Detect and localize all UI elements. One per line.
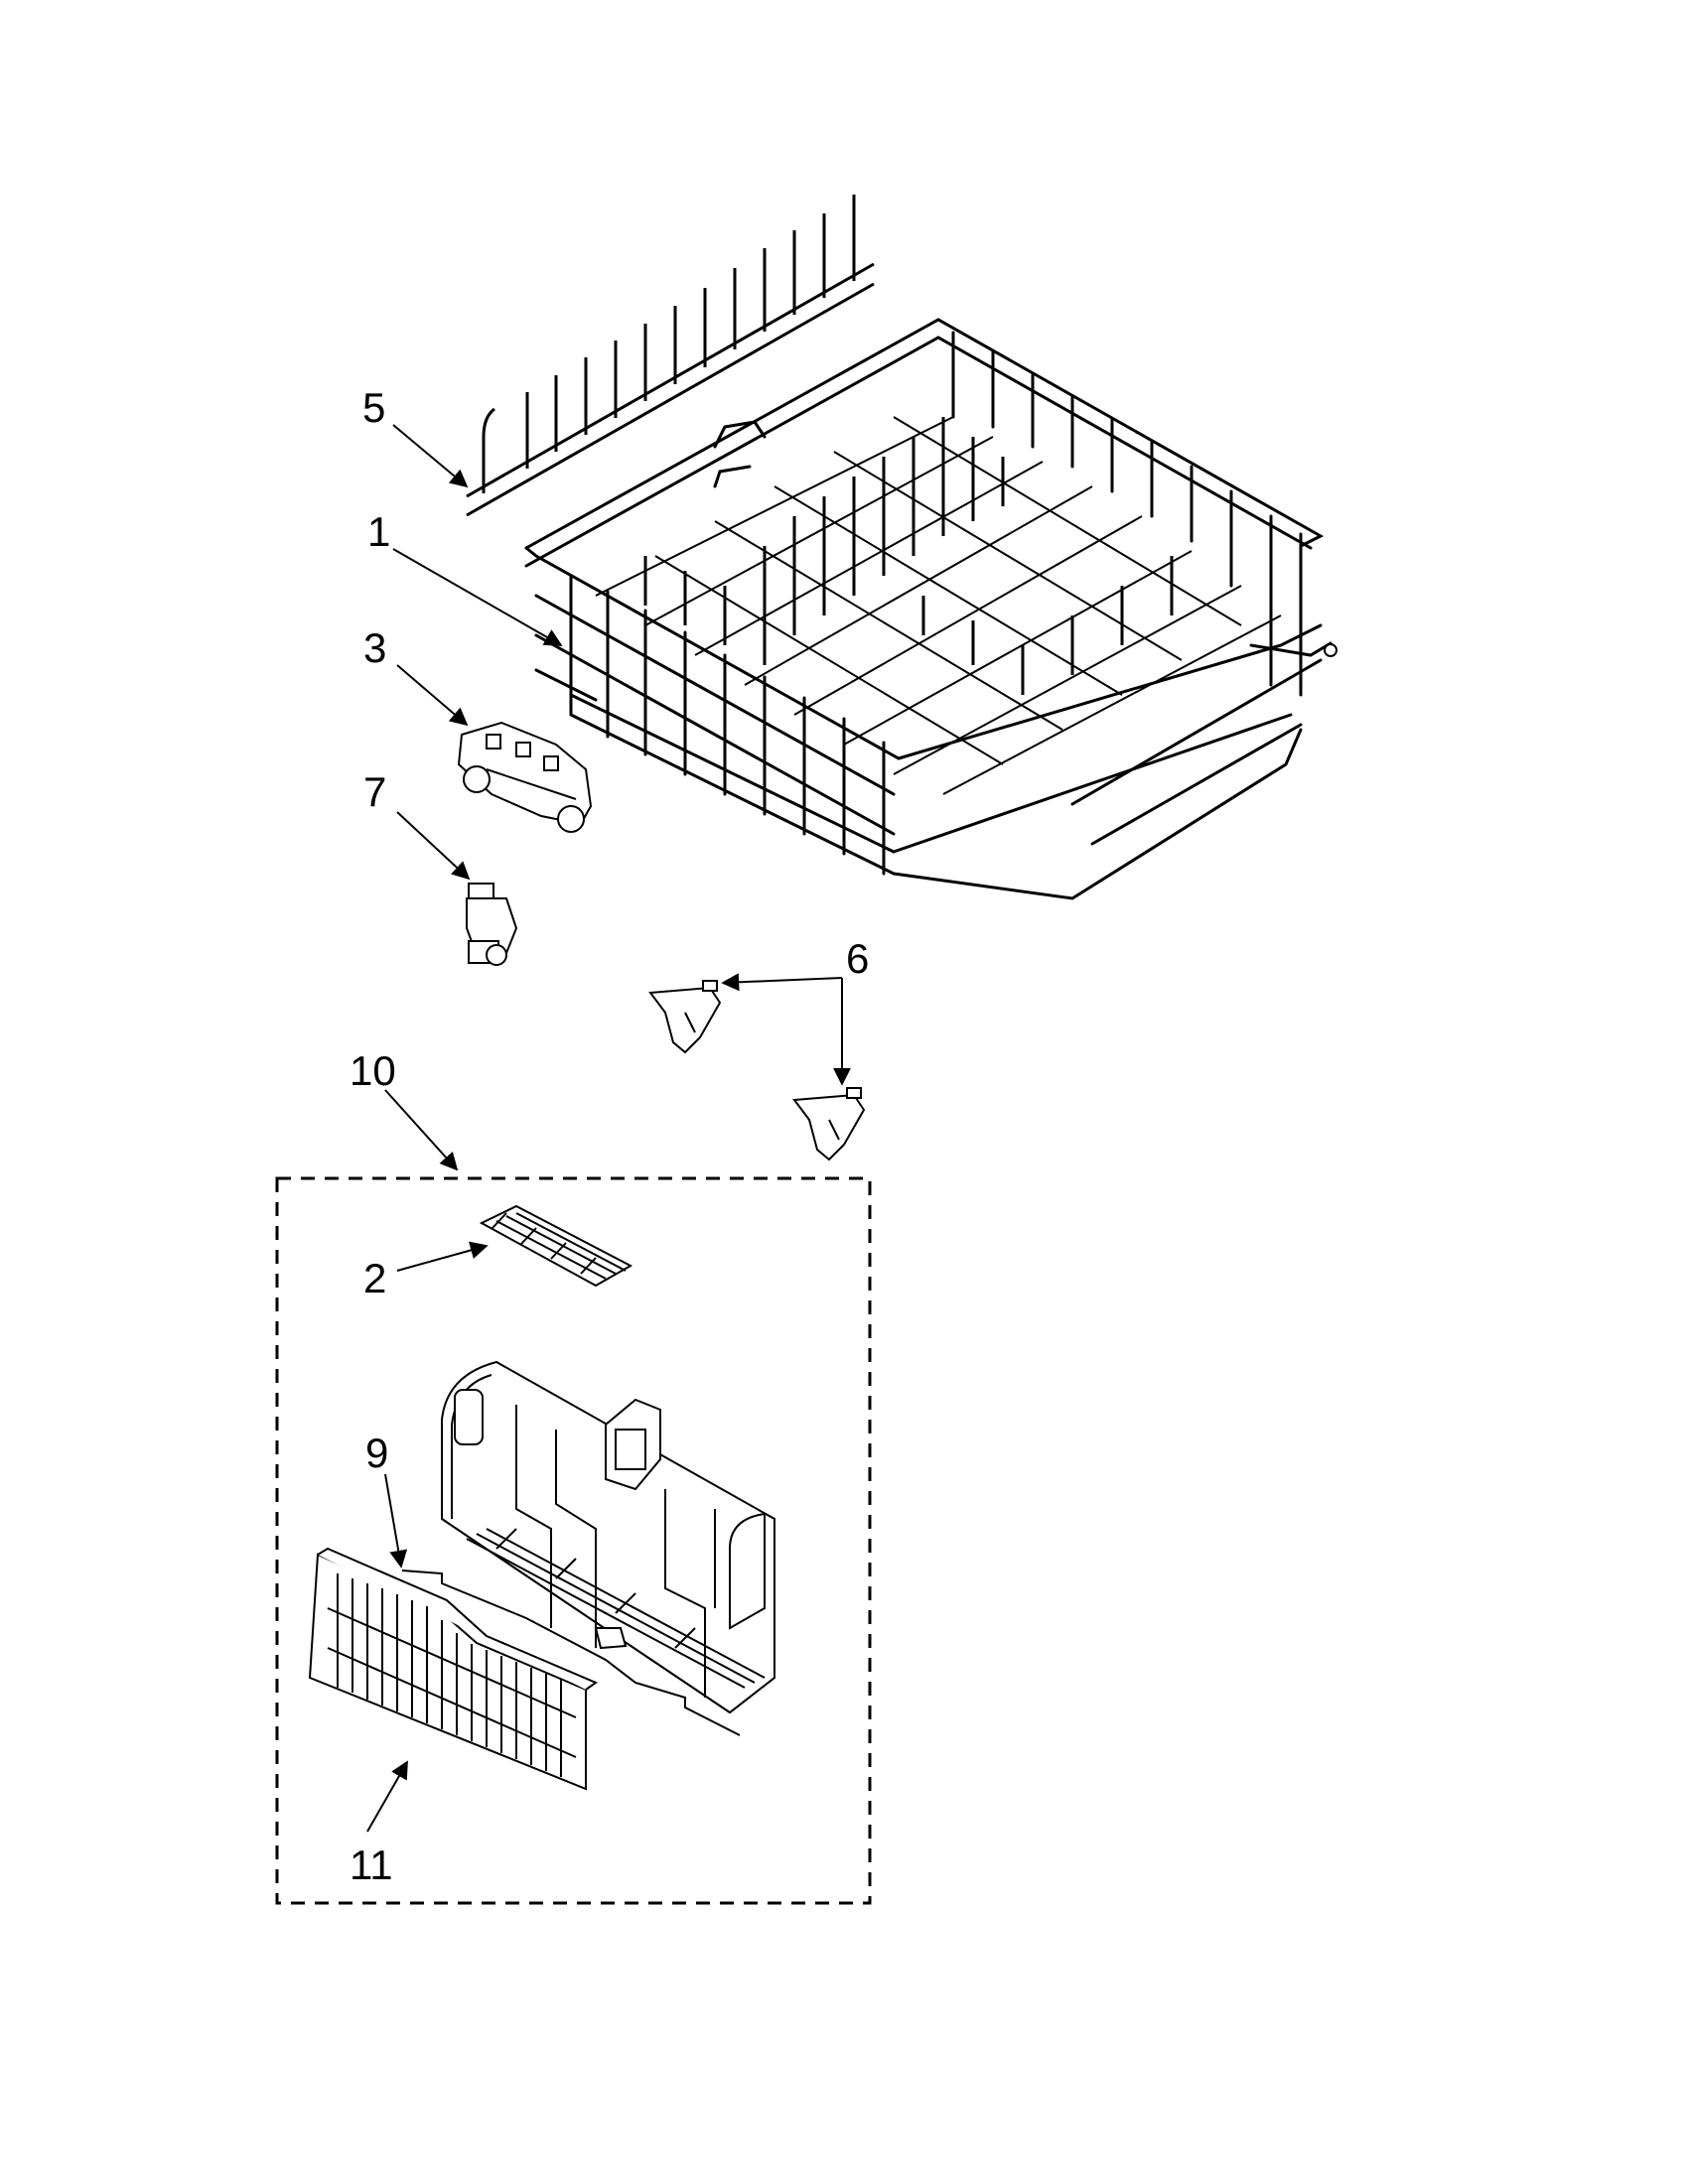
silverware-basket-part <box>401 1360 775 1736</box>
callout-9: 9 <box>365 1430 388 1476</box>
wheel-bracket-part <box>457 721 593 833</box>
leader-9 <box>384 1473 408 1569</box>
silverware-basket-assembly-box <box>275 1176 872 1905</box>
leader-6a <box>721 973 843 992</box>
callout-2: 2 <box>363 1255 386 1301</box>
tine-row-part <box>466 195 875 517</box>
callout-1: 1 <box>367 508 390 555</box>
callout-11: 11 <box>350 1842 393 1888</box>
leader-10 <box>384 1089 459 1171</box>
callout-6: 6 <box>846 935 869 982</box>
leader-1 <box>392 548 563 646</box>
leader-2 <box>396 1241 489 1272</box>
leader-11 <box>366 1760 408 1833</box>
callout-10: 10 <box>350 1047 396 1094</box>
callout-7: 7 <box>363 768 386 815</box>
leader-5 <box>392 424 469 488</box>
basket-cover-part <box>308 1547 599 1791</box>
leader-7 <box>396 811 471 881</box>
rack-clip-part <box>466 883 518 966</box>
callout-3: 3 <box>363 624 386 671</box>
basket-lid-part <box>479 1204 633 1288</box>
callout-5: 5 <box>362 384 385 431</box>
rack-stop-part <box>792 1087 866 1161</box>
callout-labels: 5 1 3 7 6 10 2 9 11 <box>350 384 869 1888</box>
lower-rack-part <box>524 318 1337 900</box>
leader-lines <box>366 424 851 1833</box>
leader-3 <box>396 664 469 727</box>
rack-stop-part <box>648 980 722 1054</box>
